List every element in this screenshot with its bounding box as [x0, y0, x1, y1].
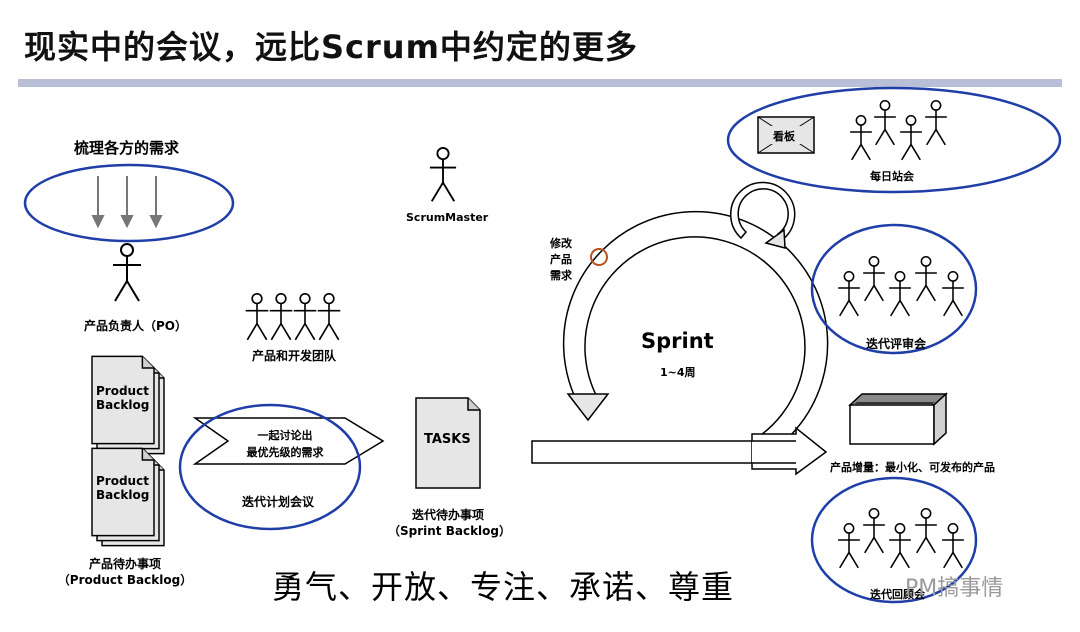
watermark-text: PM搞事情 — [905, 576, 1004, 601]
page-title: 现实中的会议，远比Scrum中约定的更多 — [24, 28, 638, 66]
product-backlog-caption-1: 产品待办事项 — [88, 557, 161, 571]
scrum-values-text: 勇气、开放、专注、承诺、尊重 — [272, 568, 735, 606]
product-backlog-caption-2: （Product Backlog） — [57, 573, 193, 587]
scrummaster-figure-icon — [428, 146, 458, 203]
po-figure-icon — [112, 243, 142, 302]
review-ellipse — [810, 223, 978, 355]
increment-label: 产品增量：最小化、可发布的产品 — [830, 461, 995, 474]
sprint-backlog-caption-2: （Sprint Backlog） — [388, 524, 512, 538]
retro-figures-icon — [837, 507, 965, 569]
needs-arrows — [91, 176, 163, 229]
discuss-label-2: 最优先级的需求 — [246, 446, 324, 459]
team-figures-icon — [244, 292, 342, 341]
daily-loop-icon — [729, 181, 796, 249]
modify-label-2: 产品 — [550, 253, 572, 266]
kanban-icon — [757, 116, 815, 154]
modify-marker-icon — [590, 248, 608, 266]
gather-needs-label: 梳理各方的需求 — [74, 139, 180, 157]
discuss-label-1: 一起讨论出 — [257, 429, 313, 442]
po-label: 产品负责人（PO） — [84, 319, 187, 333]
modify-label-1: 修改 — [550, 237, 572, 250]
review-meeting-label: 迭代评审会 — [866, 337, 927, 351]
sprint-duration-label: 1~4周 — [660, 366, 696, 379]
retro-meeting-label: 迭代回顾会 — [870, 588, 925, 601]
sprint-cycle — [531, 210, 829, 476]
daily-standup-label: 每日站会 — [870, 170, 914, 183]
modify-label-3: 需求 — [550, 269, 572, 282]
needs-ellipse — [23, 163, 235, 243]
team-label: 产品和开发团队 — [252, 349, 337, 363]
product-backlog-doc-label-2: Product Backlog — [96, 474, 150, 502]
kanban-label: 看板 — [773, 130, 795, 143]
planning-meeting-label: 迭代计划会议 — [242, 495, 315, 509]
title-divider — [18, 79, 1062, 87]
planning-ellipse — [178, 403, 362, 531]
retro-ellipse — [810, 476, 978, 604]
planning-chevron — [192, 417, 385, 465]
scrummaster-label: ScrumMaster — [406, 211, 489, 224]
product-backlog-doc-label-1: Product Backlog — [96, 384, 150, 412]
increment-box-icon — [848, 392, 948, 446]
tasks-label: TASKS — [424, 432, 471, 447]
standup-figures-icon — [849, 99, 948, 161]
review-figures-icon — [837, 255, 965, 317]
sprint-label: Sprint — [641, 329, 714, 353]
sprint-backlog-caption-1: 迭代待办事项 — [411, 508, 484, 522]
standup-ellipse — [726, 86, 1062, 194]
